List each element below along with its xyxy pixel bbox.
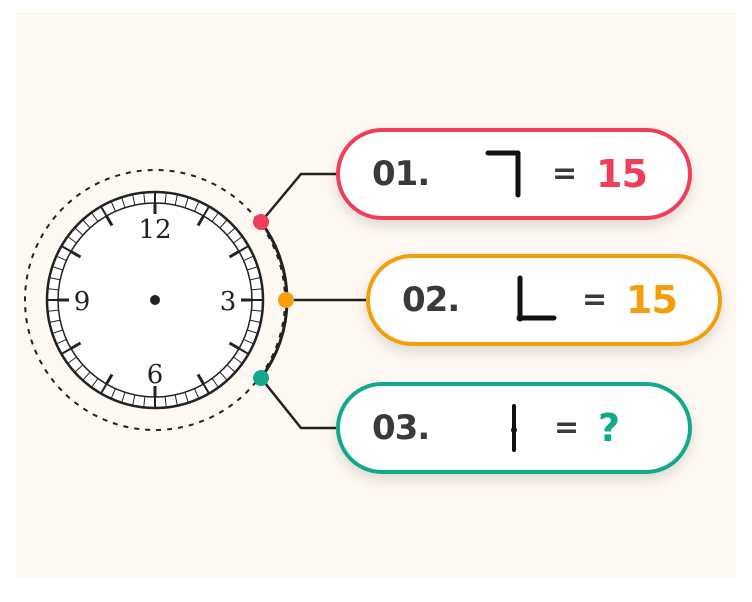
minute-tick (164, 192, 167, 204)
minute-tick (251, 309, 263, 312)
minute-tick (49, 319, 61, 323)
minute-tick (184, 392, 189, 403)
marker-dot-02 (278, 292, 294, 308)
marker-dot-03 (253, 370, 269, 386)
minute-tick (211, 378, 219, 388)
minute-tick (60, 245, 72, 253)
minute-tick (100, 383, 108, 395)
clock-face: 12 3 6 9 (45, 190, 265, 410)
item-number: 01. (372, 154, 430, 194)
vertical-line-icon (511, 404, 517, 452)
item-value: ? (598, 406, 620, 450)
minute-tick (110, 388, 117, 399)
clock-ticks (47, 192, 263, 408)
item-card-03: 03. = ? (336, 382, 692, 474)
clock-center-dot (150, 295, 160, 305)
minute-tick (60, 347, 72, 355)
minute-tick (251, 288, 263, 291)
minute-tick (74, 227, 84, 236)
clock-number-9: 9 (74, 287, 91, 317)
clock-number-3: 3 (220, 287, 237, 317)
minute-tick (233, 356, 243, 364)
minute-tick (249, 319, 261, 323)
connector-line-03 (260, 377, 336, 430)
minute-tick (67, 236, 77, 244)
minute-tick (143, 396, 146, 408)
minute-tick (238, 347, 250, 355)
clock-number-12: 12 (138, 215, 171, 245)
item-value: 15 (626, 278, 678, 322)
minute-tick (202, 383, 210, 395)
minute-tick (121, 197, 126, 208)
hour-tick (196, 373, 205, 385)
minute-tick (243, 255, 254, 262)
minute-tick (174, 394, 178, 406)
minute-tick (164, 396, 167, 408)
minute-tick (47, 309, 59, 312)
minute-tick (132, 194, 136, 206)
item-value: 15 (596, 152, 648, 196)
minute-tick (100, 205, 108, 217)
minute-tick (219, 371, 228, 381)
clock-number-6: 6 (147, 360, 164, 390)
minute-tick (193, 388, 200, 399)
minute-tick (243, 338, 254, 345)
hour-tick (70, 250, 82, 259)
minute-tick (132, 394, 136, 406)
minute-tick (56, 338, 67, 345)
minute-tick (174, 194, 178, 206)
minute-tick (82, 371, 91, 381)
minute-tick (219, 219, 228, 229)
hour-tick (105, 373, 114, 385)
minute-tick (56, 255, 67, 262)
minute-tick (226, 364, 236, 373)
hour-tick (228, 250, 240, 259)
minute-tick (184, 197, 189, 208)
equals-sign: = (552, 156, 578, 192)
item-number: 03. (372, 408, 430, 448)
minute-tick (193, 201, 200, 212)
minute-tick (110, 201, 117, 212)
equals-sign: = (582, 282, 608, 318)
item-card-01: 01. = 15 (336, 128, 692, 220)
hour-tick (70, 341, 82, 350)
minute-tick (74, 364, 84, 373)
minute-tick (67, 356, 77, 364)
equals-sign: = (554, 410, 580, 446)
minute-tick (211, 212, 219, 222)
minute-tick (249, 277, 261, 281)
item-number: 02. (402, 280, 460, 320)
connector-line-01 (260, 172, 336, 223)
minute-tick (143, 192, 146, 204)
minute-tick (52, 266, 63, 271)
minute-tick (247, 329, 258, 334)
minute-tick (47, 288, 59, 291)
minute-tick (121, 392, 126, 403)
minute-tick (238, 245, 250, 253)
corner-top-right-icon (485, 150, 521, 198)
hour-tick (105, 215, 114, 227)
minute-tick (82, 219, 91, 229)
minute-tick (226, 227, 236, 236)
corner-bottom-left-icon (516, 275, 557, 322)
marker-dot-01 (253, 214, 269, 230)
minute-tick (52, 329, 63, 334)
minute-tick (202, 205, 210, 217)
minute-tick (233, 236, 243, 244)
minute-tick (247, 266, 258, 271)
minute-tick (49, 277, 61, 281)
minute-tick (91, 378, 99, 388)
minute-tick (91, 212, 99, 222)
item-card-02: 02. = 15 (366, 254, 722, 346)
hour-tick (228, 341, 240, 350)
hour-tick (196, 215, 205, 227)
